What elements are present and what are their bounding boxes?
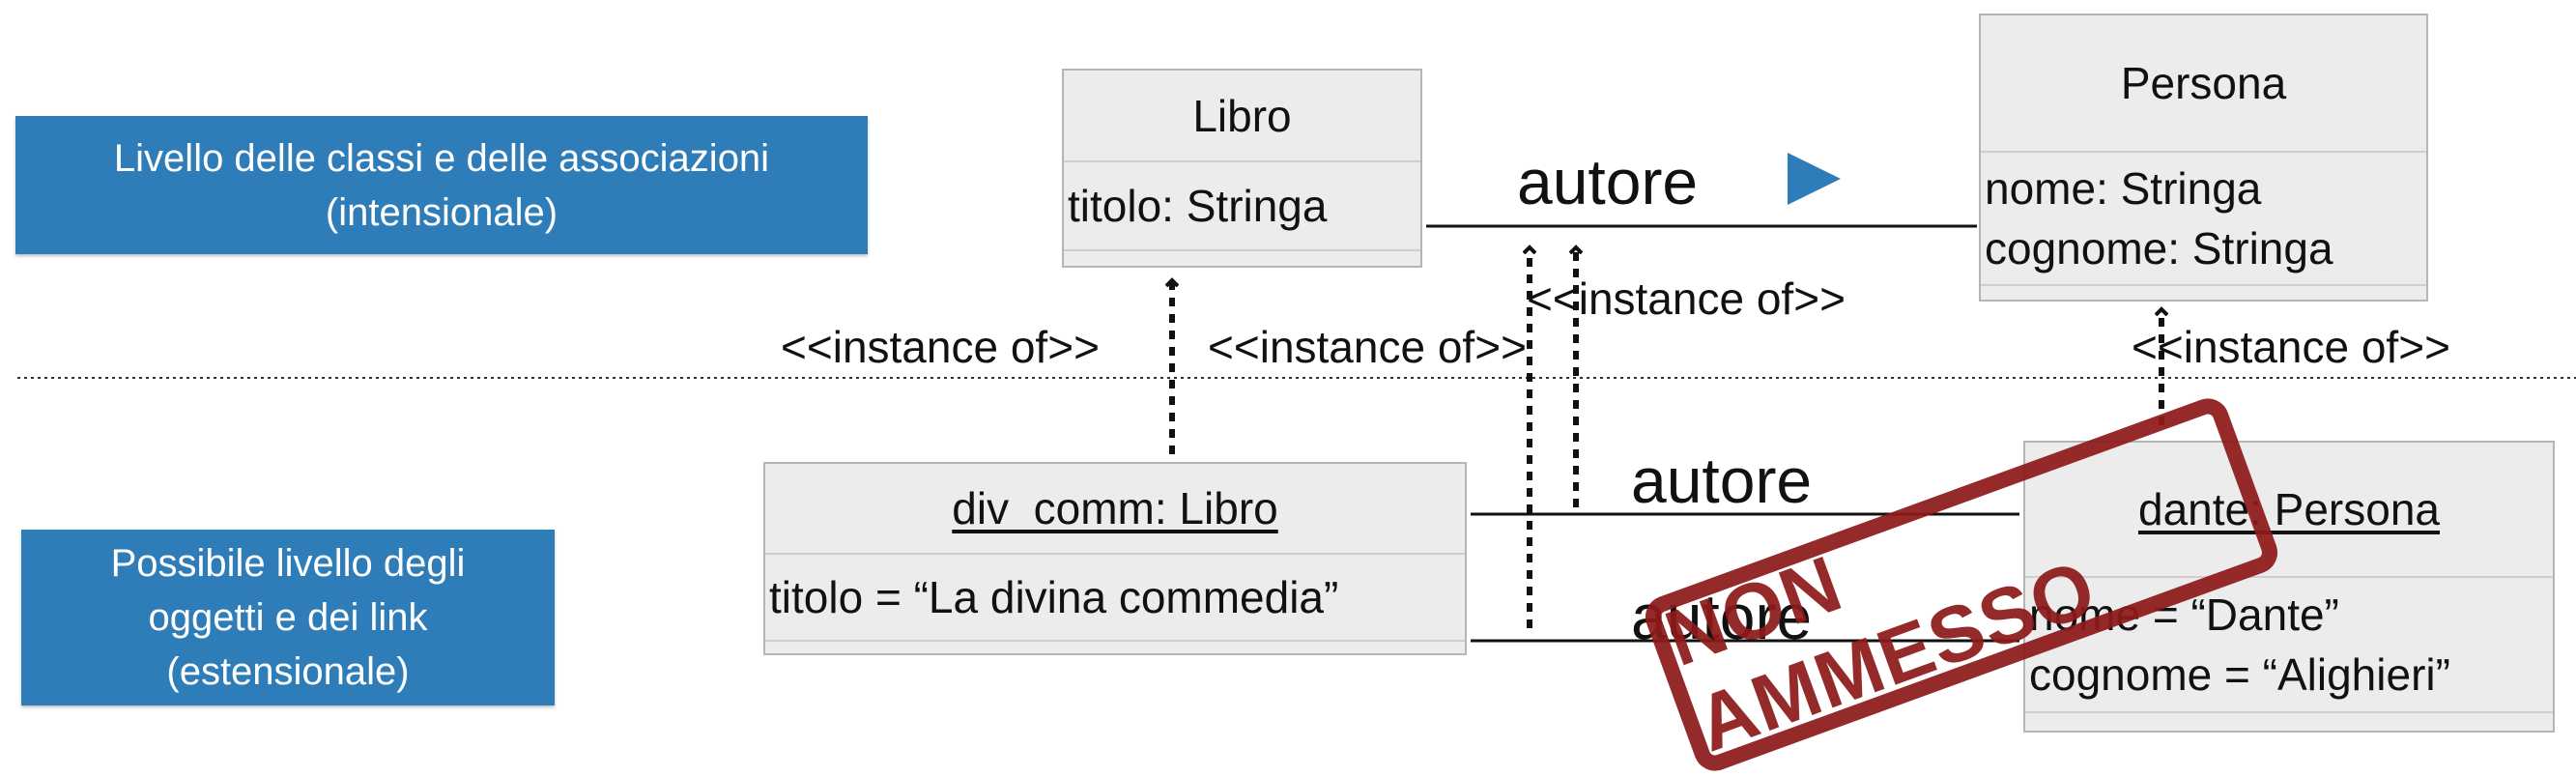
class-libro: Libro titolo: Stringa <box>1062 69 1422 268</box>
object-div-comm-name: div_comm: Libro <box>765 464 1465 555</box>
class-libro-attr-titolo: titolo: Stringa <box>1068 181 1328 231</box>
object-dante-attr-nome: nome = “Dante” <box>2029 590 2339 640</box>
instance-of-label-libro: <<instance of>> <box>781 322 1100 372</box>
classes-level-label: Livello delle classi e delle associazion… <box>15 116 868 254</box>
classes-level-line1: Livello delle classi e delle associazion… <box>113 136 770 180</box>
objects-level-line2: oggetti e dei link <box>148 596 428 639</box>
instance-of-label-link-left: <<instance of>> <box>1208 322 1527 372</box>
association-direction-triangle <box>1788 153 1841 205</box>
objects-level-line1: Possibile livello degli <box>110 542 466 585</box>
object-dante-attr-cognome: cognome = “Alighieri” <box>2029 649 2450 700</box>
instance-of-label-link-right: <<instance of>> <box>1527 273 1846 324</box>
object-div-comm-attr-titolo: titolo = “La divina commedia” <box>769 572 1339 622</box>
object-div-comm-attrs: titolo = “La divina commedia” <box>765 555 1465 642</box>
instance-of-label-persona: <<instance of>> <box>2132 322 2450 372</box>
class-libro-name: Libro <box>1064 71 1420 162</box>
object-dante-attrs: nome = “Dante” cognome = “Alighieri” <box>2025 578 2553 713</box>
class-persona-attr-cognome: cognome: Stringa <box>1985 223 2333 273</box>
class-persona-name: Persona <box>1981 15 2426 153</box>
link2-label: autore <box>1631 581 1813 652</box>
classes-level-line2: (intensionale) <box>325 190 558 234</box>
class-persona-attrs: nome: Stringa cognome: Stringa <box>1981 153 2426 286</box>
objects-level-line3: (estensionale) <box>166 650 410 693</box>
link1-label: autore <box>1631 445 1813 516</box>
class-association-label: autore <box>1517 146 1699 217</box>
class-persona-attr-nome: nome: Stringa <box>1985 163 2262 214</box>
object-dante-name: dante: Persona <box>2025 443 2553 578</box>
class-libro-attrs: titolo: Stringa <box>1064 162 1420 251</box>
object-div-comm: div_comm: Libro titolo = “La divina comm… <box>763 462 1467 655</box>
class-persona: Persona nome: Stringa cognome: Stringa <box>1979 14 2428 302</box>
objects-level-label: Possibile livello degli oggetti e dei li… <box>21 530 555 705</box>
object-dante: dante: Persona nome = “Dante” cognome = … <box>2023 441 2555 733</box>
